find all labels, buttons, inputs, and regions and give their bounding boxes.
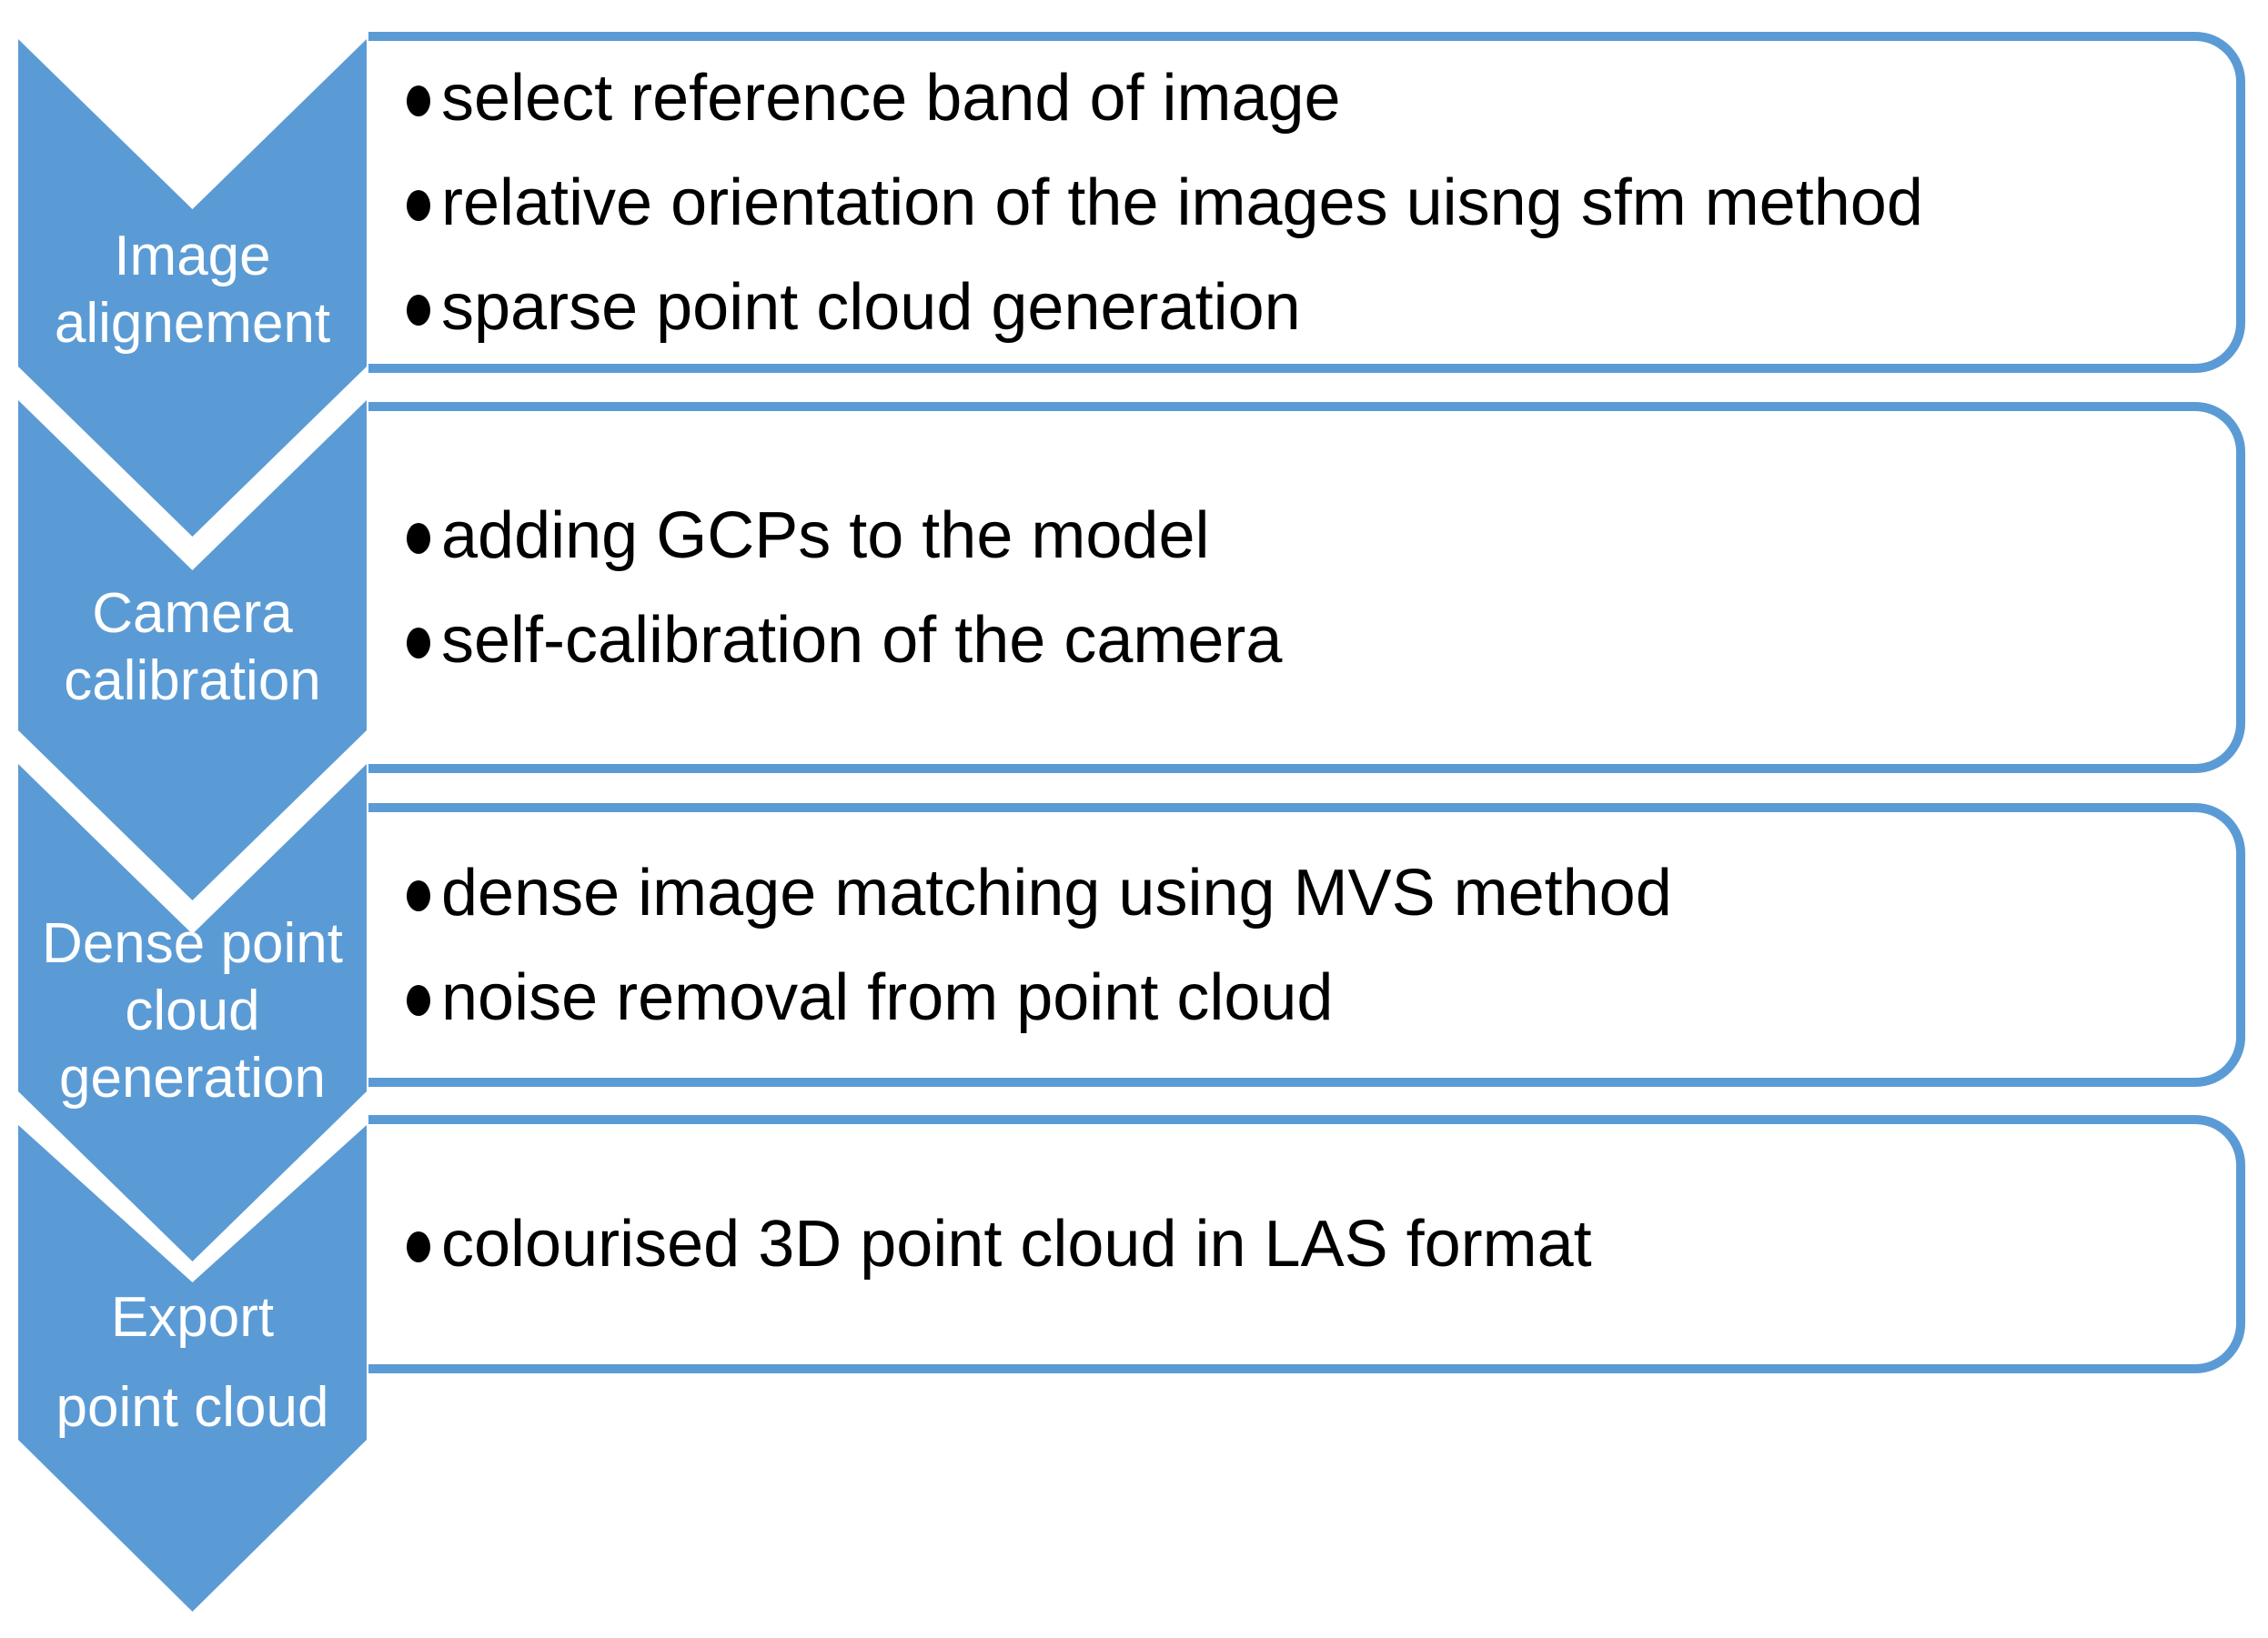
step-card-export-point-cloud: colourised 3D point cloud in LAS format	[368, 1115, 2245, 1373]
bullet-item: dense image matching using MVS method	[407, 840, 2236, 945]
bullet-item-text: dense image matching using MVS method	[441, 856, 1672, 930]
bullet-item-text: sparse point cloud generation	[441, 270, 1301, 344]
bullet-icon	[407, 879, 430, 911]
step-label-line: point cloud	[55, 1376, 329, 1439]
bullet-icon	[407, 189, 430, 221]
bullet-item-text: noise removal from point cloud	[441, 960, 1334, 1034]
bullet-item: self-calibration of the camera	[407, 588, 2236, 692]
bullet-item-text: relative orientation of the images uisng…	[441, 166, 1923, 239]
bullet-item: sparse point cloud generation	[407, 255, 2236, 359]
step-label-line: calibration	[64, 649, 321, 712]
bullet-item: adding GCPs to the model	[407, 483, 2236, 588]
bullet-icon	[407, 85, 430, 116]
bullet-item-text: self-calibration of the camera	[441, 603, 1283, 677]
bullet-list: colourised 3D point cloud in LAS format	[368, 1124, 2236, 1364]
bullet-item: select reference band of image	[407, 45, 2236, 150]
bullet-item-text: colourised 3D point cloud in LAS format	[441, 1208, 1592, 1281]
bullet-icon	[407, 984, 430, 1016]
step-label-line: Image	[114, 225, 271, 287]
step-label-line: cloud	[125, 980, 260, 1042]
step-label-line: generation	[58, 1047, 327, 1110]
step-card-image-alignment: select reference band of image relative …	[368, 32, 2245, 373]
bullet-icon	[407, 1231, 430, 1262]
step-label-camera-calibration: Camera calibration	[18, 580, 367, 715]
bullet-item: noise removal from point cloud	[407, 945, 2236, 1050]
step-label-export-point-cloud: Export point cloud	[18, 1284, 367, 1442]
step-card-camera-calibration: adding GCPs to the model self-calibratio…	[368, 402, 2245, 773]
bullet-icon	[407, 522, 430, 554]
bullet-list: dense image matching using MVS method no…	[368, 812, 2236, 1078]
bullet-item-text: adding GCPs to the model	[441, 498, 1210, 572]
step-label-dense-point-cloud-generation: Dense point cloud generation	[18, 910, 367, 1112]
bullet-icon	[407, 627, 430, 658]
bullet-list: adding GCPs to the model self-calibratio…	[368, 411, 2236, 764]
step-label-line: Export	[110, 1286, 275, 1349]
bullet-list: select reference band of image relative …	[368, 41, 2236, 364]
bullet-item: colourised 3D point cloud in LAS format	[407, 1192, 2236, 1297]
step-label-line: alignement	[54, 292, 331, 355]
bullet-item-text: select reference band of image	[441, 61, 1341, 135]
bullet-item: relative orientation of the images uisng…	[407, 150, 2236, 255]
step-label-line: Dense point	[42, 912, 343, 975]
bullet-icon	[407, 294, 430, 326]
step-card-dense-point-cloud-generation: dense image matching using MVS method no…	[368, 803, 2245, 1087]
step-label-image-alignment: Image alignement	[18, 223, 367, 357]
step-label-line: Camera	[92, 582, 293, 645]
